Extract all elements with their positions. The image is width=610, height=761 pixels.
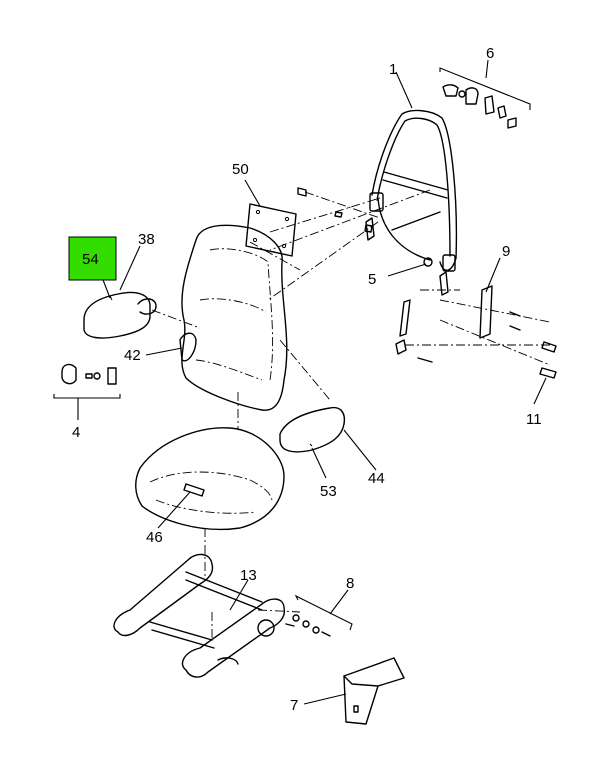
callout-5: 5 xyxy=(368,271,376,288)
callout-46: 46 xyxy=(146,529,163,546)
right-armrest xyxy=(279,406,346,453)
hardware-kit-8 xyxy=(285,614,331,637)
callout-50: 50 xyxy=(232,161,249,178)
seat-back-frame xyxy=(365,109,458,296)
hardware-kit-6 xyxy=(442,84,517,129)
callout-labels: 1 6 50 38 54 9 5 42 4 11 44 53 46 13 8 7 xyxy=(72,45,542,714)
tilt-handle xyxy=(183,483,205,497)
leader-lines xyxy=(53,59,547,705)
callout-9: 9 xyxy=(502,243,510,260)
callout-54: 54 xyxy=(82,251,99,268)
seat-back-cushion xyxy=(181,224,288,411)
left-armrest xyxy=(83,291,157,339)
headrest-screws xyxy=(297,187,373,233)
callout-13: 13 xyxy=(240,567,257,584)
headrest-pad xyxy=(245,203,297,257)
seat-base-slide xyxy=(113,553,286,678)
highlight-box-54 xyxy=(68,236,117,281)
seat-cushion xyxy=(135,427,285,531)
callout-6: 6 xyxy=(486,45,494,62)
callout-4: 4 xyxy=(72,424,80,441)
callout-11: 11 xyxy=(526,411,542,428)
callout-53: 53 xyxy=(320,483,337,500)
callout-42: 42 xyxy=(124,347,141,364)
callout-7: 7 xyxy=(290,697,298,714)
callout-8: 8 xyxy=(346,575,354,592)
assembly-centerlines xyxy=(151,189,551,640)
callout-1: 1 xyxy=(389,61,397,78)
armrest-hardware-4 xyxy=(61,363,117,385)
bracket-cover-7 xyxy=(343,657,405,725)
callout-44: 44 xyxy=(368,470,385,487)
lumbar-adjuster xyxy=(179,332,197,362)
callout-38: 38 xyxy=(138,231,155,248)
mounting-hardware xyxy=(395,257,557,379)
